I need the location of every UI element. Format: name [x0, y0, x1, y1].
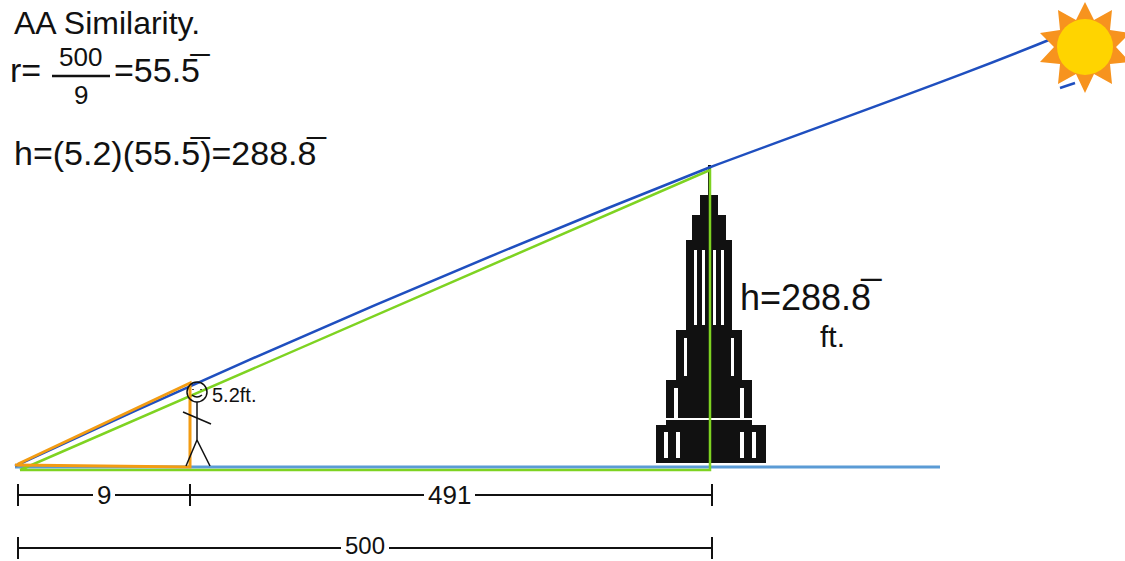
height-result: h=288.8̅: [740, 278, 871, 318]
height-label: 5.2ft.: [212, 384, 256, 406]
dimension-lines: [18, 484, 712, 559]
formula: h=(5.2)(55.5̅)=288.8̅: [14, 135, 316, 172]
fraction-bar: [52, 75, 110, 78]
similar-triangle-small: [15, 383, 190, 467]
dimension-label: 500: [341, 533, 389, 559]
fraction-numerator: 500: [59, 43, 102, 72]
sun-ray-end: [1060, 83, 1075, 88]
dimension-label: 491: [424, 481, 475, 510]
sun: [1040, 2, 1125, 93]
unit-label: ft.: [820, 320, 845, 353]
fraction-denominator: 9: [74, 81, 88, 110]
stick-figure: [183, 382, 211, 466]
sun-ray: [15, 22, 1092, 466]
similar-triangle-large: [20, 170, 710, 470]
dimension-label: 9: [93, 481, 115, 510]
title-note: AA Similarity.: [14, 6, 200, 41]
formula-part: r=: [10, 52, 41, 89]
formula-part: =55.5̅: [114, 52, 200, 89]
